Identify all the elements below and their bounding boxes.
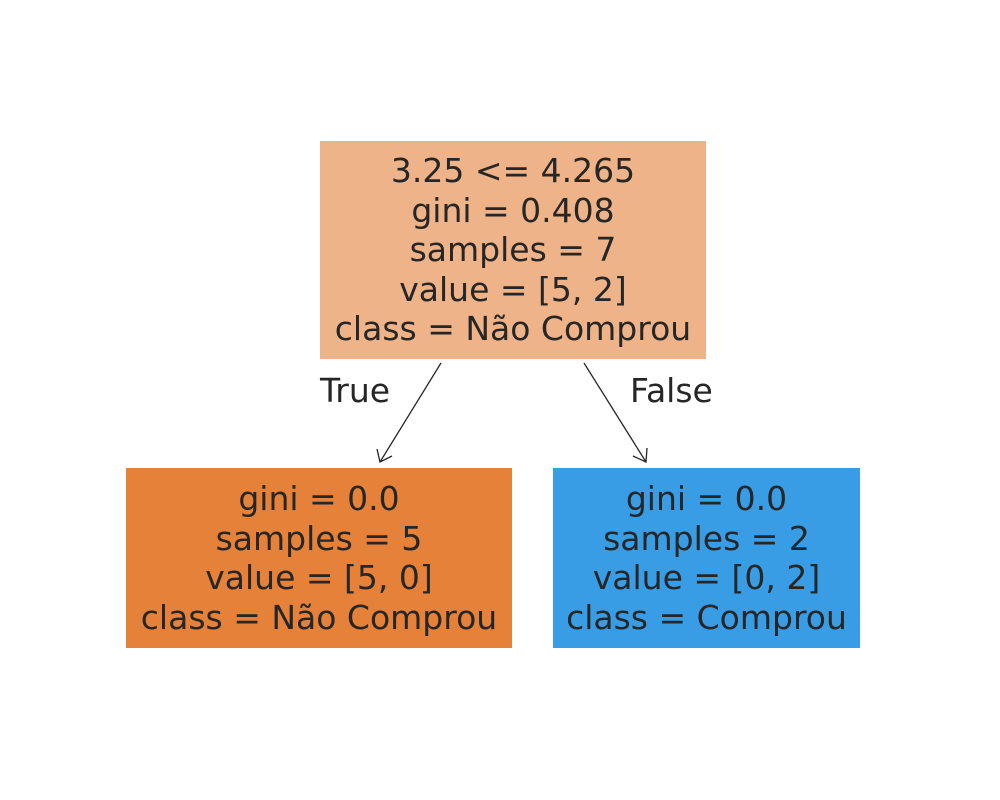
- node-root-gini: gini = 0.408: [411, 190, 615, 230]
- tree-node-left-leaf: gini = 0.0 samples = 5 value = [5, 0] cl…: [126, 468, 512, 648]
- node-right-value: value = [0, 2]: [592, 558, 821, 597]
- node-left-class: class = Não Comprou: [140, 597, 498, 637]
- edge-root-left: [376, 362, 442, 463]
- edge-label-true: True: [320, 371, 391, 410]
- edge-root-right: [583, 362, 648, 463]
- node-root-samples: samples = 7: [409, 230, 617, 270]
- node-root-class: class = Não Comprou: [334, 309, 692, 349]
- tree-node-root: 3.25 <= 4.265 gini = 0.408 samples = 7 v…: [320, 141, 706, 359]
- tree-node-right-leaf: gini = 0.0 samples = 2 value = [0, 2] cl…: [553, 468, 860, 648]
- node-left-samples: samples = 5: [215, 518, 423, 558]
- node-left-value: value = [5, 0]: [205, 558, 433, 597]
- node-root-value: value = [5, 2]: [399, 269, 627, 309]
- edge-label-false: False: [630, 371, 713, 410]
- node-right-gini: gini = 0.0: [625, 479, 788, 518]
- node-right-class: class = Comprou: [566, 597, 847, 637]
- node-root-split-condition: 3.25 <= 4.265: [390, 151, 636, 191]
- node-left-gini: gini = 0.0: [238, 479, 400, 518]
- node-right-samples: samples = 2: [603, 518, 810, 558]
